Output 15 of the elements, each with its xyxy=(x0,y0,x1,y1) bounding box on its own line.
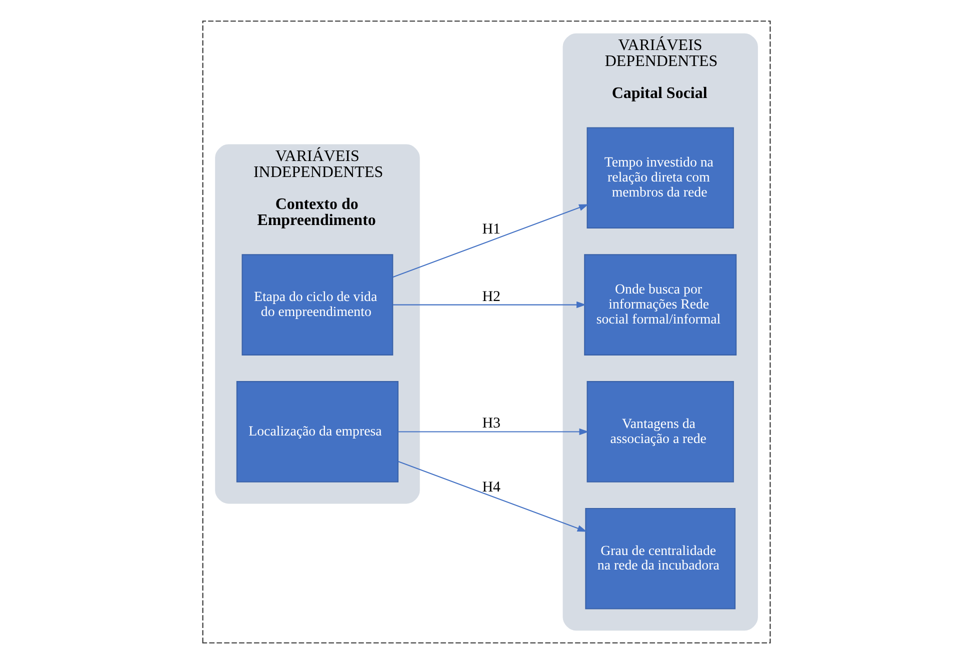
cluster xyxy=(202,20,771,644)
node-box: Grau de centralidade na rede da incubadora xyxy=(585,508,736,610)
arrow xyxy=(392,301,586,308)
edge-label: H1 xyxy=(482,222,500,238)
edge-label: H4 xyxy=(482,480,500,496)
node-box: Localização da empresa xyxy=(236,381,398,482)
arrow xyxy=(392,204,589,278)
edge-label: H3 xyxy=(482,416,500,432)
node-box: Etapa do ciclo de vida do empreendimento xyxy=(242,254,394,356)
node-box: Tempo investido na relação direta com membros da rede xyxy=(586,127,734,229)
arrow xyxy=(398,428,589,436)
arrow xyxy=(398,460,588,532)
node-box: Vantagens da associação a rede xyxy=(586,381,734,482)
edge-label: H2 xyxy=(482,288,500,305)
node-box: Onde busca por informações Rede social formal/informal xyxy=(584,254,737,356)
